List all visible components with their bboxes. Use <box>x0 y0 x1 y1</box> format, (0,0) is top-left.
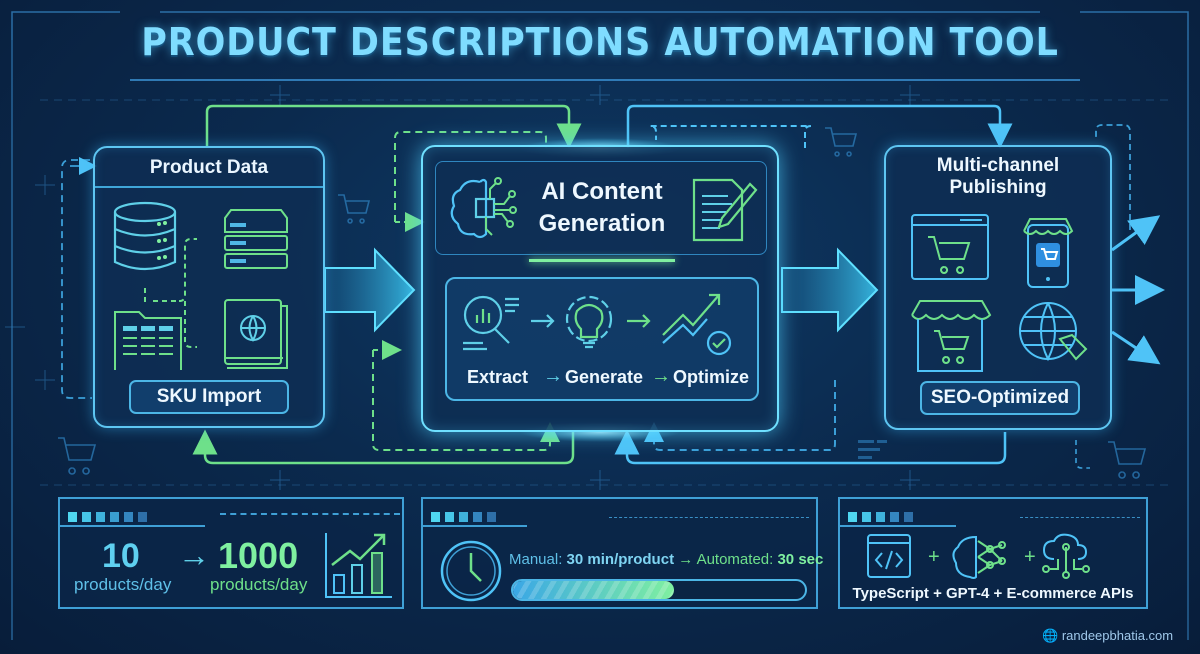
stage-ai-content-generation: AI Content Generation Extract → Generate <box>421 145 779 432</box>
card-status-squares <box>68 509 152 527</box>
stat-time-card: Manual: 30 min/product → Automated: 30 s… <box>421 497 823 609</box>
clock-icon <box>440 540 502 602</box>
lightbulb-gear-icon <box>565 295 613 349</box>
storefront-icon <box>911 300 992 372</box>
tech-icons: + + <box>867 533 1090 579</box>
document-pen-icon <box>692 178 758 242</box>
stage-title: Product Data <box>95 148 323 188</box>
stage-product-data: Product Data SKU Import <box>93 146 325 428</box>
seo-optimized-badge: SEO-Optimized <box>920 381 1080 415</box>
mobile-shop-icon <box>1023 218 1074 288</box>
product-data-icons <box>113 201 288 370</box>
globe-icon: 🌐 <box>1042 628 1059 643</box>
website-text: randeepbhatia.com <box>1061 628 1174 643</box>
progress-fill <box>513 581 674 599</box>
stage-multichannel-publishing: Multi-channel Publishing SEO-Optimized <box>884 145 1112 430</box>
step-arrow-1: → <box>543 365 563 387</box>
website-link[interactable]: 🌐 randeepbhatia.com <box>1042 628 1173 644</box>
ai-brain-chip-icon <box>450 177 517 239</box>
publishing-icons <box>911 214 1088 372</box>
manual-label: Manual: <box>509 551 563 568</box>
stage-title-line2: Publishing <box>949 177 1047 198</box>
globe-tag-icon <box>1019 302 1088 362</box>
stat-throughput-card: 10 products/day → 1000 products/day <box>58 497 404 609</box>
growth-chart-icon <box>325 533 392 598</box>
divider-glow <box>529 259 675 262</box>
step-generate: Generate <box>565 367 644 387</box>
page-title: PRODUCT DESCRIPTIONS AUTOMATION TOOL <box>141 20 1059 64</box>
time-comparison: Manual: 30 min/product → Automated: 30 s… <box>509 551 823 568</box>
web-store-icon <box>911 214 989 280</box>
svg-text:+: + <box>1024 546 1036 568</box>
magnifier-chart-icon <box>463 295 519 351</box>
after-value: 1000 <box>218 535 299 576</box>
stage-title-line1: Multi-channel <box>936 155 1060 176</box>
after-unit: products/day <box>210 575 308 594</box>
progress-bar <box>511 579 807 601</box>
sku-import-badge: SKU Import <box>129 380 289 414</box>
card-status-squares <box>431 509 501 527</box>
step-optimize: Optimize <box>673 367 750 387</box>
ai-header: AI Content Generation <box>435 161 767 255</box>
step-extract: Extract <box>467 367 529 387</box>
svg-text:+: + <box>928 546 940 568</box>
steps-box: Extract → Generate → Optimize <box>445 277 759 401</box>
steps-icons <box>463 293 732 356</box>
flow-arrow-1 <box>324 247 416 333</box>
neural-brain-icon <box>952 535 1006 579</box>
automated-value: 30 sec <box>777 551 824 568</box>
card-status-squares <box>848 509 918 527</box>
stage-title-line1: AI Content <box>541 178 663 205</box>
before-unit: products/day <box>74 575 172 594</box>
catalog-book-icon <box>224 299 288 369</box>
before-value: 10 <box>102 537 140 575</box>
step-arrow-2: → <box>651 365 671 387</box>
stat-tech-stack-card: + + TypeScript + GPT-4 + E-commerce APIs <box>838 497 1148 609</box>
time-arrow: → <box>678 551 694 568</box>
manual-value: 30 min/product <box>566 551 675 568</box>
automated-label: Automated: <box>696 551 774 568</box>
flow-arrow-2 <box>781 247 879 333</box>
database-icon <box>113 201 177 271</box>
trend-check-icon <box>662 293 732 356</box>
cloud-api-icon <box>1042 533 1090 579</box>
server-icon <box>224 209 288 269</box>
spreadsheet-folder-icon <box>114 311 182 370</box>
stage-title-line2: Generation <box>538 210 666 237</box>
throughput-arrow: → <box>178 537 210 573</box>
tech-stack-label: TypeScript + GPT-4 + E-commerce APIs <box>852 585 1134 602</box>
code-window-icon <box>867 534 911 578</box>
